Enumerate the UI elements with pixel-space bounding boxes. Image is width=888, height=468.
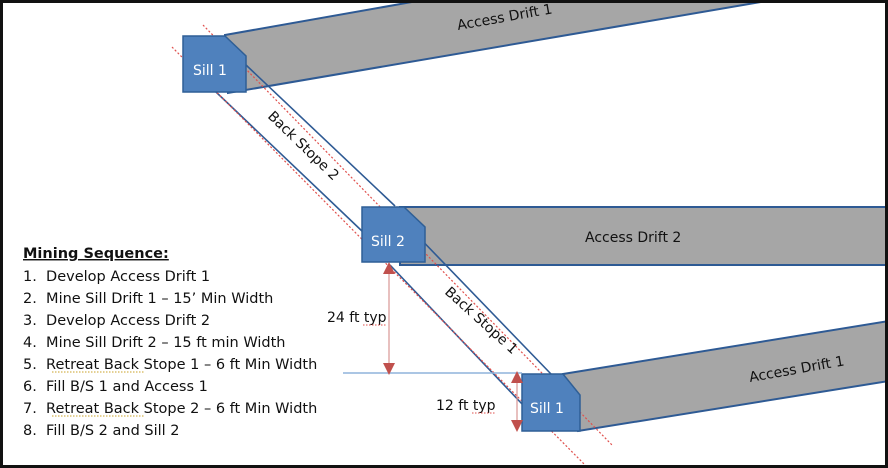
sequence-step: 8. Fill B/S 2 and Sill 2 — [23, 423, 180, 439]
sequence-step: 1. Develop Access Drift 1 — [23, 269, 210, 285]
sill-1-top-label: Sill 1 — [193, 63, 227, 79]
sequence-title: Mining Sequence: — [23, 246, 169, 262]
sill-2 — [361, 206, 426, 263]
access-drift-1-bottom — [561, 320, 885, 433]
access-drift-2 — [399, 206, 885, 266]
sill-2-label: Sill 2 — [371, 234, 405, 250]
back-stope-1-upper-edge — [409, 227, 552, 375]
sequence-step: 3. Develop Access Drift 2 — [23, 313, 210, 329]
back-stope-2-lower-edge — [215, 91, 364, 233]
sequence-step: 6. Fill B/S 1 and Access 1 — [23, 379, 208, 395]
back-stope-1-label: Back Stope 1 — [441, 284, 520, 358]
back-stope-2-upper-edge — [245, 64, 396, 207]
sequence-step: 5. Retreat Back Stope 1 – 6 ft Min Width — [23, 357, 317, 373]
dimension-12ft-label: 12 ft typ — [436, 398, 496, 414]
access-drift-2-label: Access Drift 2 — [585, 230, 681, 246]
sill-1-top — [182, 35, 247, 93]
sequence-step: 4. Mine Sill Drift 2 – 15 ft min Width — [23, 335, 286, 351]
sequence-step: 7. Retreat Back Stope 2 – 6 ft Min Width — [23, 401, 317, 417]
sequence-step: 2. Mine Sill Drift 1 – 15’ Min Width — [23, 291, 273, 307]
sill-1-bottom-label: Sill 1 — [530, 401, 564, 417]
dimension-24ft-label: 24 ft typ — [327, 310, 387, 326]
